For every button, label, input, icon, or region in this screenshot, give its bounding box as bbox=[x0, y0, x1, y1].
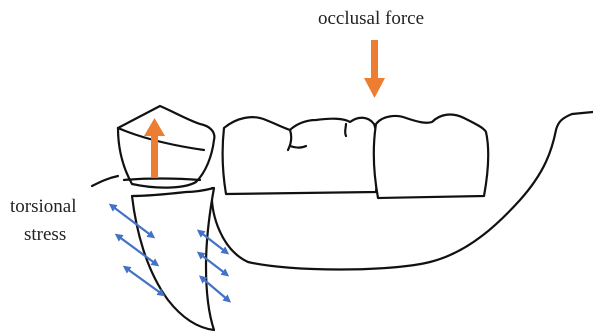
torsional-stress-label-line2: stress bbox=[24, 224, 66, 245]
molar-tooth-2 bbox=[374, 115, 488, 198]
torsional-stress-label-line1: torsional bbox=[10, 196, 77, 217]
occlusal-force-label: occlusal force bbox=[318, 8, 424, 29]
occlusal-force-arrow bbox=[364, 40, 385, 98]
premolar-crown bbox=[118, 106, 214, 188]
gum-line bbox=[92, 176, 118, 186]
molar-tooth-1 bbox=[223, 117, 378, 194]
premolar-root bbox=[132, 188, 214, 330]
